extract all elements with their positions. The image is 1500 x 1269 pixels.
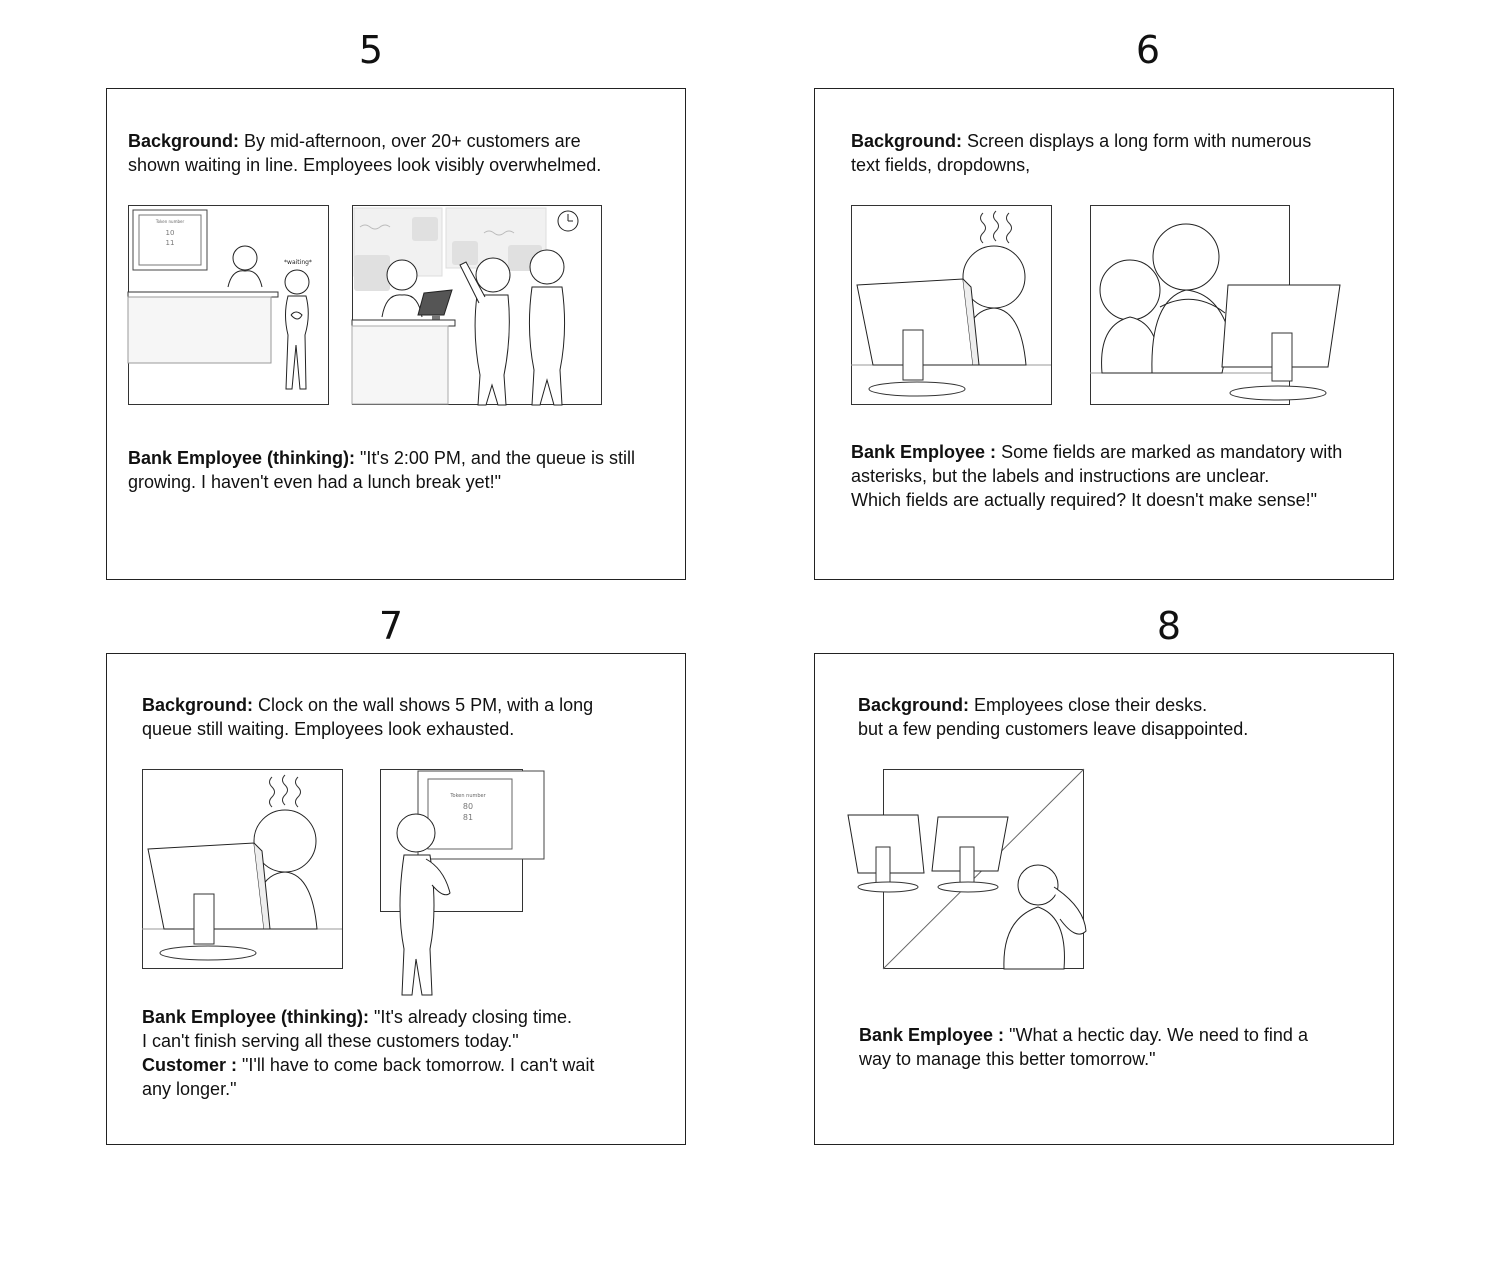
panel-5-dialogue: Bank Employee (thinking): "It's 2:00 PM,… (128, 446, 688, 494)
speaker-label: Bank Employee : (859, 1025, 1005, 1045)
waiting-label: *waiting* (284, 259, 312, 266)
panel-7-scene-token: Token number 80 81 (380, 769, 550, 1001)
panel-6-scene-pair (1090, 205, 1342, 407)
speaker-text: "What a hectic day. We need to find a wa… (859, 1025, 1308, 1069)
background-text: Employees close their desks. but a few p… (858, 695, 1249, 739)
panel-5-scene-counter: Token number 10 11 *waiting* (127, 205, 330, 407)
speaker2-text: "I'll have to come back tomorrow. I can'… (142, 1055, 595, 1099)
background-text: Screen displays a long form with numerou… (851, 131, 1312, 175)
panel-5-background: Background: By mid-afternoon, over 20+ c… (128, 129, 678, 177)
background-text: Clock on the wall shows 5 PM, with a lon… (142, 695, 594, 739)
token-number-2: 11 (166, 239, 175, 247)
background-label: Background: (142, 695, 254, 715)
speaker-label: Bank Employee (thinking): (128, 448, 356, 468)
speaker-label: Bank Employee (thinking): (142, 1007, 370, 1027)
token-number-2: 81 (463, 813, 473, 822)
panel-number-7: 7 (378, 604, 404, 648)
panel-6-background: Background: Screen displays a long form … (851, 129, 1371, 177)
speaker-text: "It's already closing time. I can't fini… (142, 1007, 572, 1051)
panel-7-dialogue: Bank Employee (thinking): "It's already … (142, 1005, 672, 1101)
panel-7-scene-exhausted (142, 769, 344, 971)
panel-number-8: 8 (1156, 604, 1182, 648)
token-number-1: 10 (166, 229, 175, 237)
panel-number-5: 5 (358, 28, 384, 72)
speaker-text: Some fields are marked as mandatory with… (851, 442, 1343, 510)
speaker-label: Bank Employee : (851, 442, 997, 462)
background-label: Background: (128, 131, 240, 151)
panel-8-scene-closing (846, 768, 1088, 971)
background-text: By mid-afternoon, over 20+ customers are… (128, 131, 602, 175)
speaker-text: "It's 2:00 PM, and the queue is still gr… (128, 448, 636, 492)
panel-7-background: Background: Clock on the wall shows 5 PM… (142, 693, 662, 741)
token-number-1: 80 (463, 802, 473, 811)
panel-8-dialogue: Bank Employee : "What a hectic day. We n… (859, 1023, 1379, 1071)
token-label: Token number (155, 219, 185, 224)
panel-6-dialogue: Bank Employee : Some fields are marked a… (851, 440, 1391, 512)
background-label: Background: (858, 695, 970, 715)
background-label: Background: (851, 131, 963, 151)
speaker2-label: Customer : (142, 1055, 238, 1075)
panel-8-background: Background: Employees close their desks.… (858, 693, 1378, 741)
panel-5-scene-crowd (351, 205, 604, 407)
panel-number-6: 6 (1135, 28, 1161, 72)
panel-6-scene-stressed (851, 205, 1053, 407)
token-label: Token number (449, 793, 486, 799)
